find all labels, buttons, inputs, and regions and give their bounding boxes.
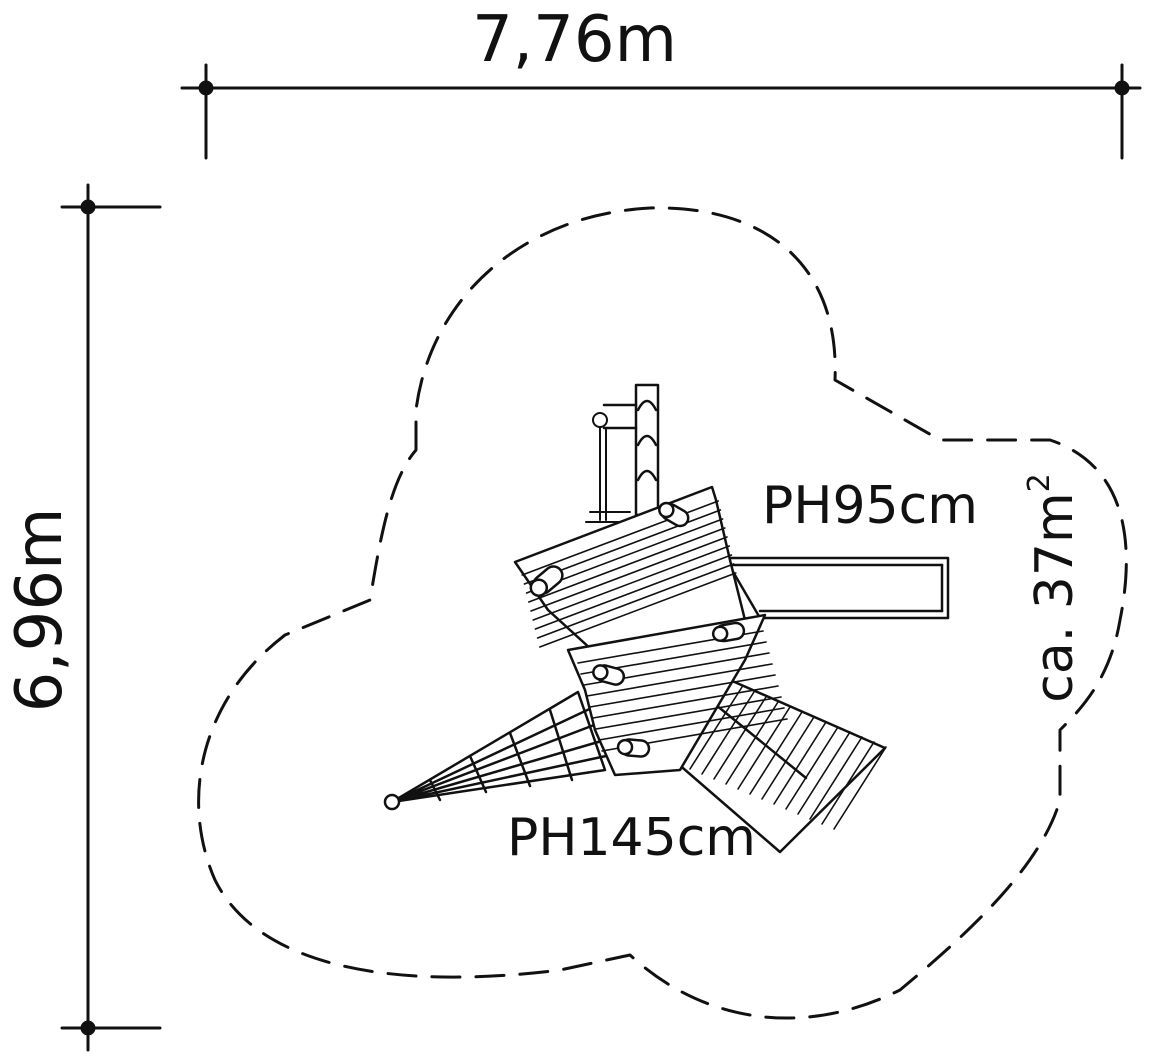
area-label-prefix: ca. 37m [1025,492,1085,703]
slat-line [725,701,779,785]
slat-line [785,726,839,810]
slat-line [536,563,735,639]
slat-line [821,741,875,825]
slat-line [538,572,737,648]
log-bolts [529,501,746,758]
slide [723,556,950,620]
slat-line [586,663,773,697]
slat-line [592,685,779,719]
slat-line [797,731,851,815]
slat-line [527,527,726,603]
width-dimension-label: 7,76m [472,3,677,77]
tower-post [602,383,660,517]
slat-line [534,554,733,630]
slat-line [595,696,782,730]
rope-ladder [585,412,633,523]
width-dimension [180,63,1142,160]
slat-line [833,746,887,830]
slat-line [530,536,728,612]
area-label-superscript: 2 [1022,473,1057,493]
slat-line [701,691,755,775]
slat-line [773,721,827,805]
platform-height-95-label: PH95cm [762,476,978,536]
slat-line [809,736,863,820]
height-dimension-label: 6,96m [3,507,77,713]
climbing-net [383,690,608,811]
slat-line [598,707,785,741]
platform-height-145-label: PH145cm [507,808,756,868]
slat-line [713,696,767,780]
safety-zone-outline [197,206,1128,1020]
slat-line [761,716,815,800]
area-label: ca. 37m2 [1022,473,1085,702]
height-dimension [60,183,162,1052]
slat-line [589,674,776,708]
slat-line [532,545,731,621]
slat-line [689,686,743,770]
slat-line [749,711,803,795]
platform-ph145 [566,613,788,777]
